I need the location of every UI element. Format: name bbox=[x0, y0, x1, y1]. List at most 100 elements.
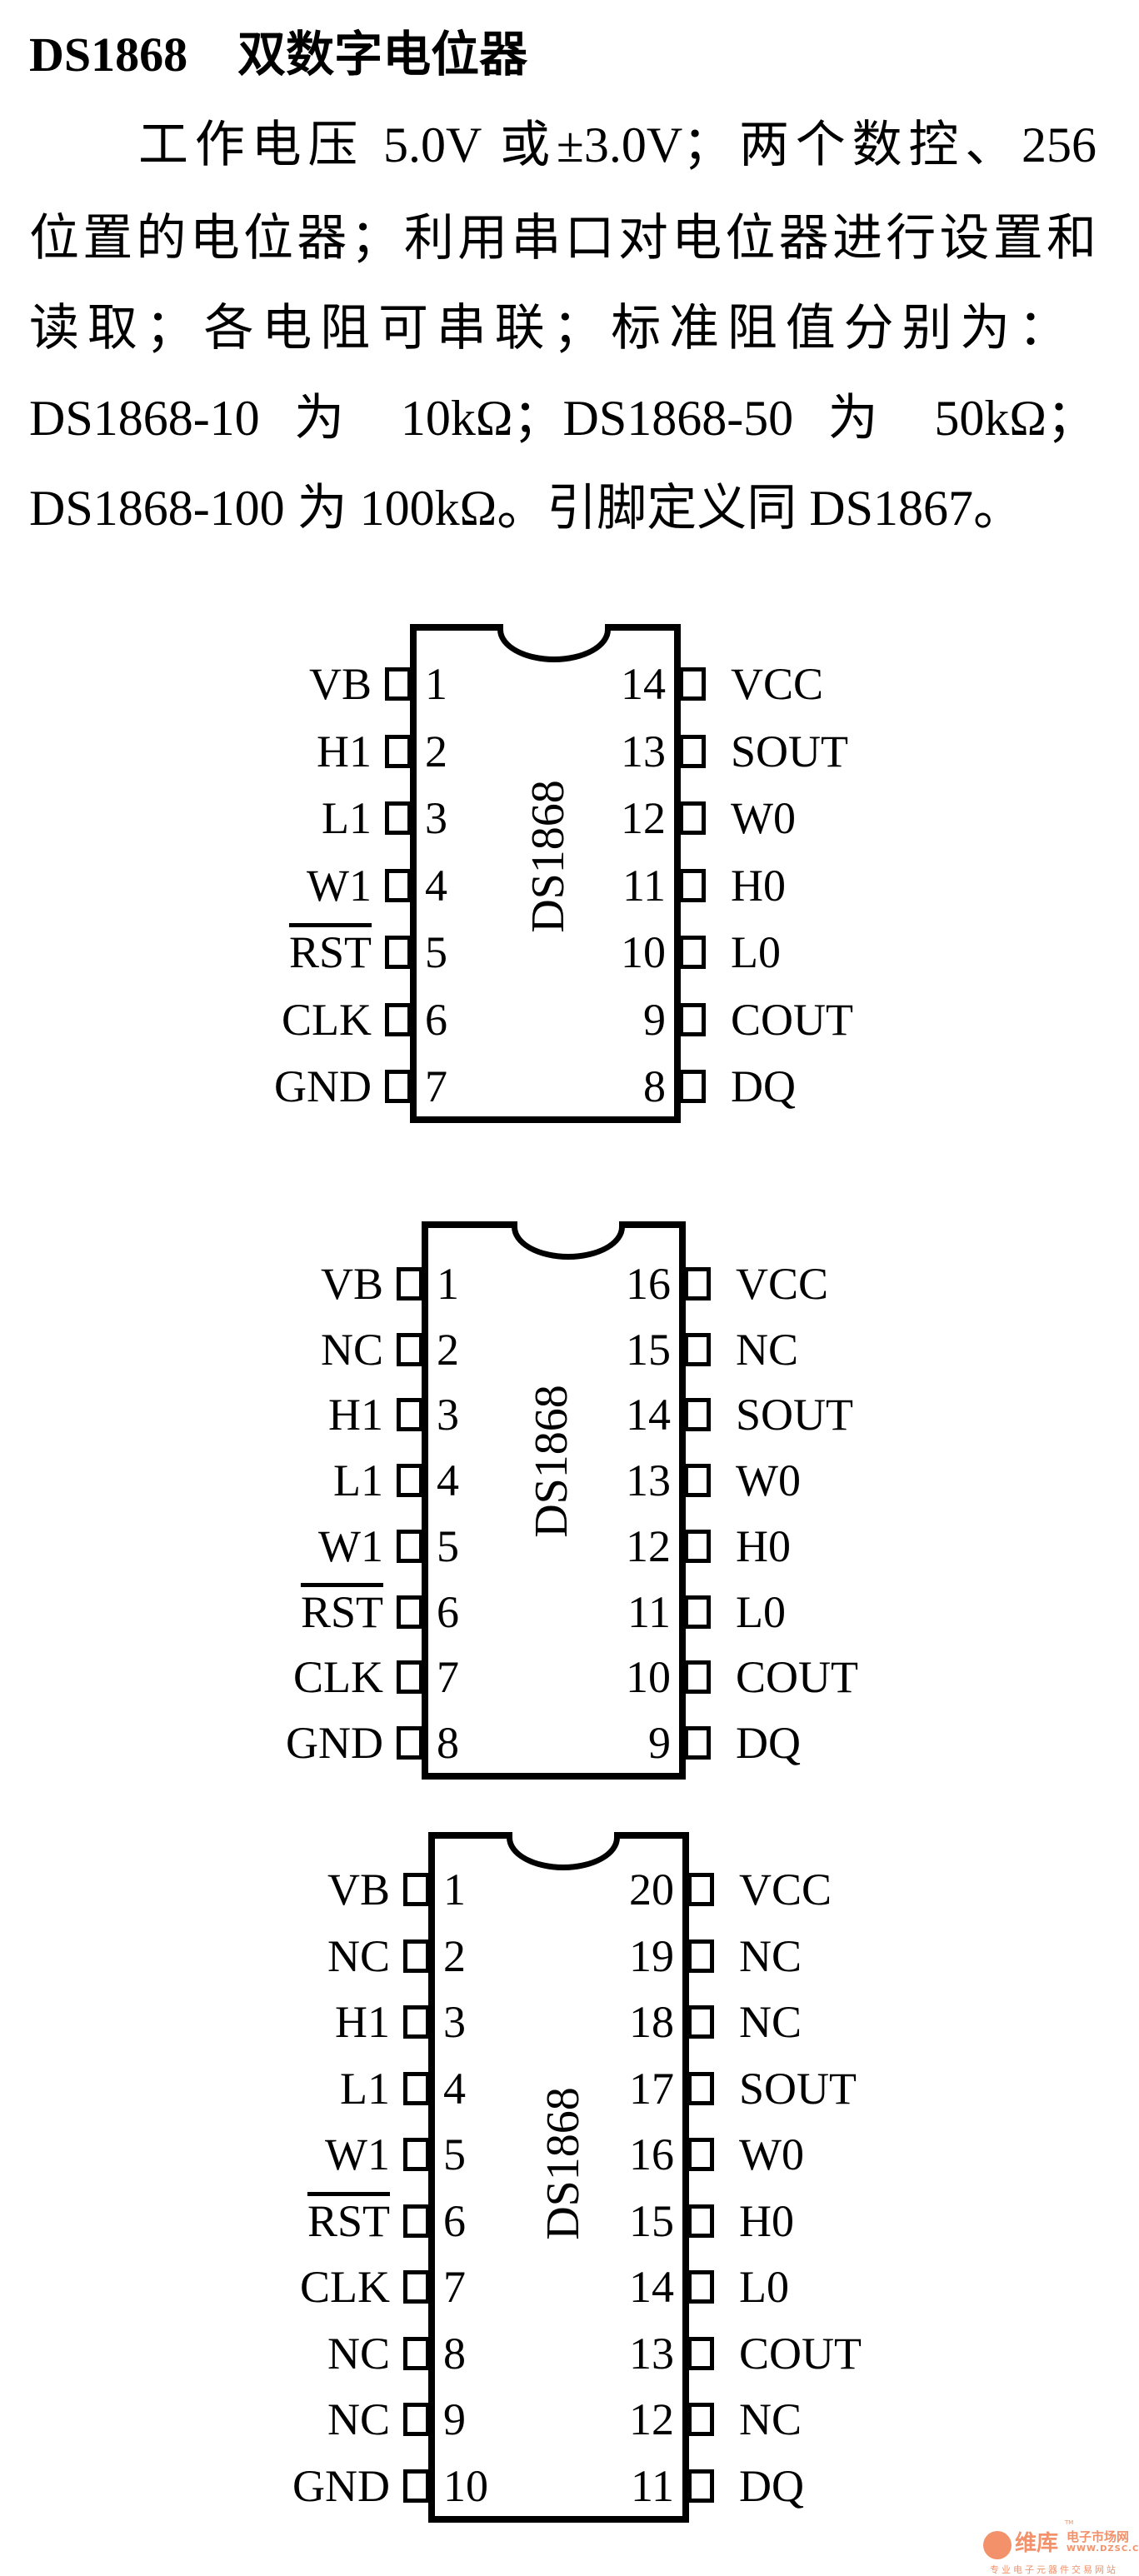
pin-pad bbox=[385, 1002, 412, 1036]
pin-label: H1 bbox=[328, 1390, 383, 1440]
pin-number: 3 bbox=[437, 1390, 459, 1440]
pin-number: 2 bbox=[443, 1930, 466, 1981]
pin-number: 11 bbox=[627, 1586, 671, 1637]
pin-number: 2 bbox=[437, 1324, 459, 1375]
pin-number: 16 bbox=[629, 2129, 674, 2179]
chip-body bbox=[422, 1221, 686, 1780]
pin-number: 9 bbox=[443, 2394, 466, 2444]
pin-pad bbox=[679, 667, 706, 701]
pin-pad bbox=[385, 1070, 412, 1103]
watermark-slogan: 专业电子元器件交易网站 bbox=[990, 2564, 1118, 2575]
pin-label: L1 bbox=[322, 793, 372, 843]
pin-pad bbox=[684, 1595, 711, 1629]
watermark-brand: 维库 bbox=[1015, 2531, 1059, 2556]
pin-label: NC bbox=[320, 1324, 383, 1375]
pin-pad bbox=[679, 1070, 706, 1103]
pin-number: 13 bbox=[626, 1455, 671, 1506]
pin-number: 10 bbox=[443, 2460, 488, 2511]
pin-label: NC bbox=[739, 1997, 802, 2047]
pin-label: CLK bbox=[300, 2262, 390, 2312]
pin-label: L1 bbox=[340, 2063, 390, 2114]
pin-number: 12 bbox=[629, 2394, 674, 2444]
pin-label: W1 bbox=[307, 860, 372, 911]
pin-number: 6 bbox=[437, 1586, 459, 1637]
pin-number: 1 bbox=[443, 1865, 466, 1915]
pin-number: 15 bbox=[626, 1324, 671, 1375]
pin-label: GND bbox=[286, 1717, 383, 1768]
pin-pad bbox=[687, 1873, 714, 1906]
pin-pad bbox=[403, 2403, 430, 2436]
pin-pad bbox=[687, 2204, 714, 2238]
pin-pad bbox=[397, 1464, 423, 1498]
pin-number: 19 bbox=[629, 1930, 674, 1981]
paragraph-line: DS1868-100 为 100kΩ。引脚定义同 DS1867。 bbox=[29, 481, 1023, 536]
pin-pad bbox=[403, 2071, 430, 2105]
pin-label: RST bbox=[300, 1586, 383, 1637]
pin-label: VB bbox=[308, 659, 372, 709]
pin-pad bbox=[687, 2403, 714, 2436]
pin-label: DQ bbox=[736, 1717, 801, 1768]
pin-label: GND bbox=[274, 1061, 372, 1111]
pin-label: NC bbox=[327, 2394, 390, 2444]
pin-number: 6 bbox=[425, 994, 447, 1045]
pin-label: VB bbox=[327, 1865, 390, 1915]
pin-label: W1 bbox=[325, 2129, 390, 2179]
paragraph-line: DS1868-10 为 10kΩ；DS1868-50 为 50kΩ； bbox=[29, 391, 1097, 446]
watermark-site: 电子市场网 bbox=[1067, 2529, 1130, 2544]
pin-number: 1 bbox=[437, 1259, 459, 1309]
pin-pad bbox=[397, 1529, 423, 1563]
pin-pad bbox=[679, 1002, 706, 1036]
pin-label: H0 bbox=[739, 2195, 794, 2246]
pin-number: 2 bbox=[425, 726, 447, 776]
pin-pad bbox=[385, 936, 412, 969]
pin-pad bbox=[684, 1725, 711, 1760]
pin-label: W0 bbox=[736, 1455, 801, 1506]
pin-label: L1 bbox=[333, 1455, 383, 1506]
pin-label: CLK bbox=[293, 1652, 383, 1703]
pin-number: 4 bbox=[443, 2063, 466, 2114]
pin-label: SOUT bbox=[731, 726, 849, 776]
pin-pad bbox=[385, 734, 412, 768]
pin-label: L0 bbox=[731, 927, 781, 977]
pin-pad bbox=[679, 734, 706, 768]
pin-pad bbox=[679, 936, 706, 969]
chip-name: DS1868 bbox=[526, 1385, 577, 1538]
pin-number: 8 bbox=[643, 1061, 666, 1111]
pin-pad bbox=[397, 1725, 423, 1760]
part-number: DS1868 bbox=[29, 27, 188, 82]
pin-pad bbox=[397, 1595, 423, 1629]
pin-label: NC bbox=[327, 2328, 390, 2379]
pin-label: W0 bbox=[739, 2129, 804, 2179]
watermark-url: WWW.DZSC.COM bbox=[1067, 2544, 1139, 2554]
pin-label: W0 bbox=[731, 793, 796, 843]
pin-pad bbox=[687, 2071, 714, 2105]
pin-number: 12 bbox=[621, 793, 666, 843]
watermark-tm: TM bbox=[1065, 2519, 1074, 2526]
pin-pad bbox=[684, 1660, 711, 1695]
pin-pad bbox=[385, 667, 412, 701]
pin-pad bbox=[687, 2138, 714, 2171]
pin-number: 8 bbox=[443, 2328, 466, 2379]
pin-number: 5 bbox=[443, 2129, 466, 2179]
pin-label: NC bbox=[739, 2394, 802, 2444]
pin-pad bbox=[687, 2005, 714, 2039]
pin-pad bbox=[684, 1398, 711, 1432]
pin-pad bbox=[679, 801, 706, 835]
pin-pad bbox=[679, 868, 706, 902]
pin-number: 4 bbox=[425, 860, 447, 911]
pin-label: VB bbox=[320, 1259, 383, 1309]
chip-name: DS1868 bbox=[522, 780, 574, 933]
pin-label: DQ bbox=[731, 1061, 796, 1111]
pin-number: 20 bbox=[629, 1865, 674, 1915]
pin-number: 5 bbox=[425, 927, 447, 977]
pin-number: 5 bbox=[437, 1520, 459, 1571]
pin-label: RST bbox=[307, 2195, 390, 2246]
pin-pad bbox=[684, 1464, 711, 1498]
pin-pad bbox=[403, 2336, 430, 2370]
pin-pad bbox=[403, 2270, 430, 2304]
pin-pad bbox=[397, 1332, 423, 1366]
pin-label: DQ bbox=[739, 2460, 804, 2511]
pin-label: VCC bbox=[736, 1259, 829, 1309]
pin-number: 14 bbox=[629, 2262, 674, 2312]
